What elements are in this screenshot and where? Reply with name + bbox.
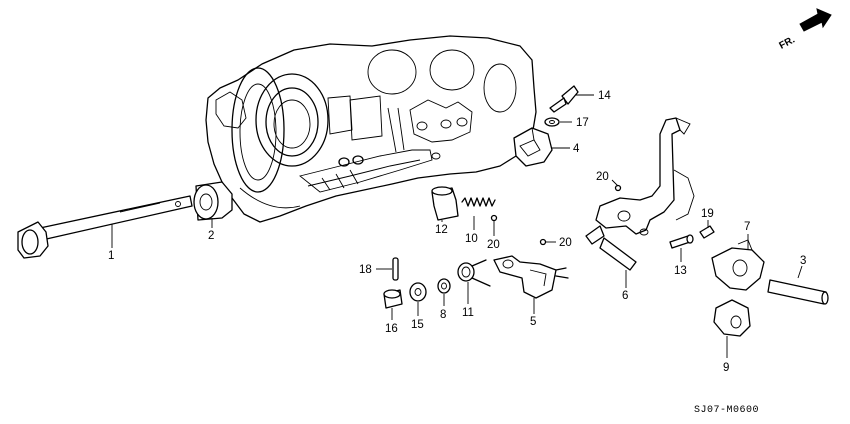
part-11-spring bbox=[457, 259, 491, 287]
part-17-washer bbox=[544, 117, 560, 127]
transmission-case bbox=[205, 35, 537, 223]
callout-11: 11 bbox=[462, 307, 474, 319]
front-label: FR. bbox=[778, 34, 798, 51]
callout-18: 18 bbox=[359, 264, 372, 276]
callout-1: 1 bbox=[108, 250, 114, 262]
part-1-shift-rod bbox=[17, 195, 193, 259]
callout-19: 19 bbox=[701, 208, 714, 220]
part-9-guide bbox=[713, 299, 751, 337]
front-arrow-indicator: FR. bbox=[778, 8, 832, 52]
part-18-spring-pin bbox=[392, 257, 399, 281]
part-20-balls bbox=[490, 184, 622, 246]
part-2-bushing bbox=[193, 181, 233, 221]
part-12-collar bbox=[431, 186, 459, 221]
callout-15: 15 bbox=[411, 319, 424, 331]
callout-3: 3 bbox=[800, 255, 806, 267]
callout-16: 16 bbox=[385, 323, 398, 335]
callout-2: 2 bbox=[208, 230, 214, 242]
callout-9: 9 bbox=[723, 362, 729, 374]
part-13-bolt bbox=[669, 234, 694, 249]
part-8-washer bbox=[437, 278, 451, 294]
callout-8: 8 bbox=[440, 309, 446, 321]
part-5-interlock bbox=[493, 255, 569, 299]
callout-numbers: 1 2 3 4 5 6 7 8 9 10 11 12 13 14 15 16 1… bbox=[108, 90, 806, 374]
callout-12: 12 bbox=[435, 224, 448, 236]
part-7-select-lever bbox=[711, 239, 765, 291]
diagram-code: SJ07-M0600 bbox=[694, 405, 759, 416]
part-19-bolt bbox=[699, 225, 715, 239]
callout-4: 4 bbox=[573, 143, 580, 155]
part-15-washer bbox=[409, 282, 427, 302]
part-14-bolt bbox=[549, 85, 579, 113]
part-3-shaft bbox=[767, 279, 829, 305]
part-16-collar bbox=[383, 289, 403, 309]
part-4-shift-arm bbox=[513, 127, 553, 167]
callout-20-b: 20 bbox=[559, 237, 572, 249]
callout-20-a: 20 bbox=[487, 239, 500, 251]
callout-13: 13 bbox=[674, 265, 687, 277]
part-6-bracket bbox=[585, 117, 695, 271]
leader-lines bbox=[111, 94, 803, 358]
callout-7: 7 bbox=[744, 221, 750, 233]
callout-6: 6 bbox=[622, 290, 628, 302]
callout-20-c: 20 bbox=[596, 171, 609, 183]
callout-10: 10 bbox=[465, 233, 478, 245]
callout-5: 5 bbox=[530, 316, 536, 328]
callout-14: 14 bbox=[598, 90, 611, 102]
callout-17: 17 bbox=[576, 117, 589, 129]
part-10-spring bbox=[461, 197, 496, 207]
